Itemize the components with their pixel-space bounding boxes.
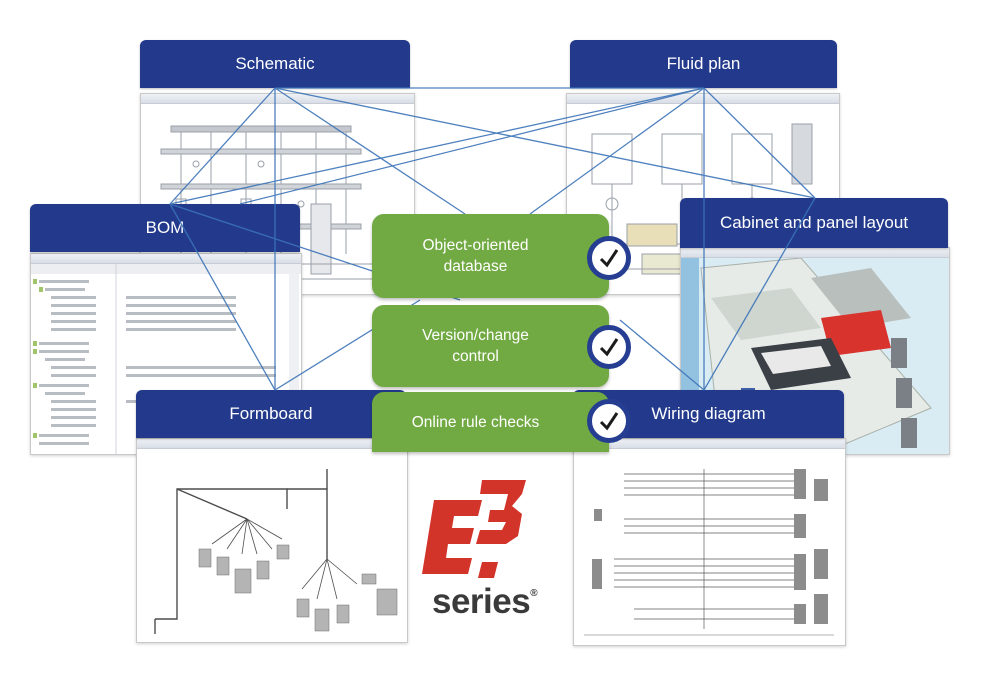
wiring-window [573,438,846,646]
checkmark-icon [587,399,631,443]
bom-header: BOM [30,204,300,252]
cabinet-header-label: Cabinet and panel layout [719,213,909,232]
window-titlebar [567,94,839,104]
cabinet-window [680,247,950,455]
checkmark-icon [587,325,631,369]
wiring-header-label: Wiring diagram [651,404,766,423]
registered-mark: ® [530,588,538,599]
cabinet-header: Cabinet and panel layout [680,198,948,248]
window-titlebar [574,439,845,449]
feature-label: Version/change control [422,327,529,365]
window-titlebar [31,254,301,264]
formboard-drawing [154,469,398,634]
formboard-header: Formboard [136,390,406,438]
feature-version-change-control: Version/change control [372,305,609,387]
feature-label: Online rule checks [411,413,540,431]
feature-online-rule-checks: Online rule checks [372,392,609,452]
feature-label: Object-oriented database [422,237,529,275]
formboard-window [136,438,408,643]
window-titlebar [141,94,414,104]
schematic-header-label: Schematic [235,54,315,73]
feature-object-oriented-database: Object-oriented database [372,214,609,298]
window-titlebar [137,439,407,449]
e3-logo-mark [422,480,526,578]
bom-header-label: BOM [145,218,185,237]
schematic-header: Schematic [140,40,410,88]
bom-tree-table [31,264,301,454]
e3-logo-wordmark: series® [432,582,538,622]
wiring-drawing [584,469,834,636]
fluid-plan-header: Fluid plan [570,40,837,88]
formboard-header-label: Formboard [229,404,313,423]
fluid-plan-header-label: Fluid plan [666,54,741,73]
cabinet-3d-view [681,257,949,454]
checkmark-icon [587,236,631,280]
window-titlebar [681,248,949,258]
logo-word: series [432,582,531,621]
